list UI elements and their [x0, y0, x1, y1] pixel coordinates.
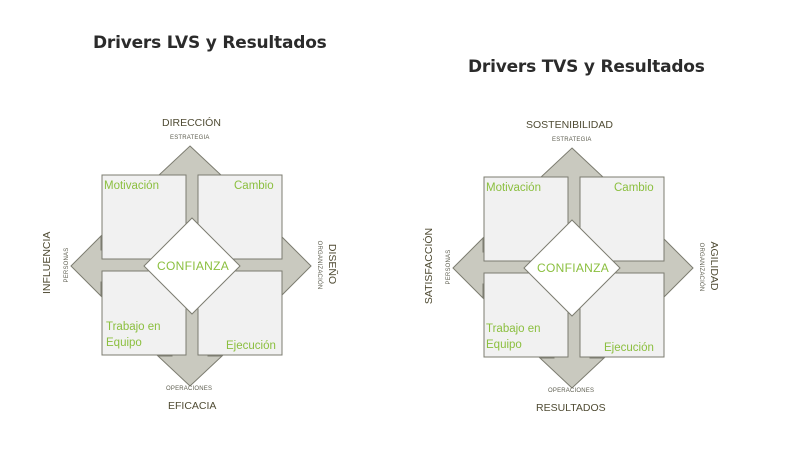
bottom-label: EFICACIA [168, 400, 217, 412]
quadrant-label-equipo: Equipo [486, 339, 522, 351]
quadrant-label-trabajo: Trabajo en [486, 323, 541, 335]
quadrant-label-trabajo: Trabajo en [106, 321, 161, 333]
left-label: INFLUENCIA [41, 231, 53, 294]
quadrant-label-motivacion: Motivación [486, 182, 541, 194]
bottom-sublabel: OPERACIONES [548, 388, 595, 394]
bottom-label: RESULTADOS [536, 402, 606, 414]
center-diamond [523, 219, 621, 317]
quadrant-label-cambio: Cambio [614, 182, 654, 194]
quadrant-label-motivacion: Motivación [104, 180, 159, 192]
quadrant-label-ejecucion: Ejecución [226, 340, 276, 352]
left-sublabel: PERSONAS [446, 249, 452, 285]
top-label: DIRECCIÓN [162, 117, 221, 129]
quadrant-label-equipo: Equipo [106, 337, 142, 349]
left-sublabel: PERSONAS [64, 247, 70, 283]
center-label: CONFIANZA [537, 261, 610, 275]
quadrant-label-ejecucion: Ejecución [604, 342, 654, 354]
right-sublabel: ORGANIZACIÓN [316, 240, 322, 290]
bottom-sublabel: OPERACIONES [166, 386, 213, 392]
diagram-title-lvs: Drivers LVS y Resultados [93, 33, 327, 53]
lvs-diagram: DIRECCIÓN ESTRATEGIA OPERACIONES EFICACI… [30, 0, 350, 450]
top-sublabel: ESTRATEGIA [552, 137, 592, 143]
right-label: DISEÑO [326, 243, 338, 285]
tvs-diagram: SOSTENIBILIDAD ESTRATEGIA OPERACIONES RE… [412, 0, 732, 450]
top-sublabel: ESTRATEGIA [170, 135, 210, 141]
diagram-title-tvs: Drivers TVS y Resultados [468, 57, 705, 77]
center-diamond [143, 217, 241, 315]
lvs-diagram-graphic [70, 145, 312, 387]
top-label: SOSTENIBILIDAD [526, 119, 613, 131]
tvs-diagram-graphic [452, 147, 694, 389]
center-label: CONFIANZA [157, 259, 230, 273]
quadrant-label-cambio: Cambio [234, 180, 274, 192]
left-label: SATISFACCIÓN [423, 227, 435, 305]
right-sublabel: ORGANIZACIÓN [698, 242, 704, 292]
right-label: AGILIDAD [708, 241, 720, 291]
